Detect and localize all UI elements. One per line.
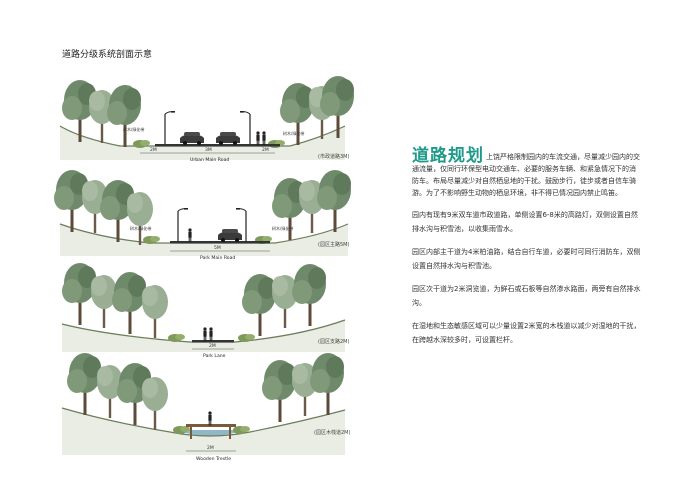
section-park-lane: 2M Park Lane (园区支路2M) — [61, 263, 349, 359]
intro-text: 上饶严格限制园内的车流交通，尽量减少园内的交通流量，仅同行环保型电动交通车、必要… — [412, 153, 640, 197]
diagram-title: 道路分级系统剖面示意 — [62, 50, 153, 60]
section-urban-main-road: 2M 3M 2M Urban Main Road 树木/绿化带 树木/绿化带 (… — [59, 76, 354, 163]
section-heading: 道路规划 — [412, 146, 484, 166]
paragraph-municipal-road: 园内有现有9米双车道市政道路，单侧设置6-8米的高路灯，双侧设置自然排水沟与积雪… — [412, 211, 638, 233]
description-panel: 道路规划上饶严格限制园内的车流交通，尽量减少园内的交通流量，仅同行环保型电动交通… — [412, 148, 642, 357]
road-name: Wooden Trestle — [196, 456, 231, 462]
dim-right: 2M — [262, 147, 269, 153]
dim-center: 2M — [209, 343, 216, 349]
paragraph-secondary-road: 园区次干道为2米洞览道，为鲜石或石板等自然渗水路面，两旁有自然排水沟。 — [412, 285, 641, 307]
section-wooden-trestle: 2M Wooden Trestle (园区木栈道2M) — [61, 353, 350, 462]
section-label: (市政道路3M) — [318, 153, 349, 160]
note-left: 树木/绿化带 — [130, 225, 151, 231]
paragraph-main-road: 园区内部主干道为4米柏油路，结合自行车道，必要时可同行消防车，双侧设置自然排水沟… — [412, 248, 641, 270]
note-left: 树木/绿化带 — [123, 126, 144, 132]
note-right: 树木/绿化带 — [283, 130, 304, 136]
section-label: (园区支路2M) — [318, 338, 349, 345]
section-park-main-road: 5M Park Main Road 树木/绿化带 树木/绿化带 (园区主路5M) — [54, 170, 351, 261]
section-label: (园区主路5M) — [318, 241, 349, 248]
road-name: Park Lane — [203, 353, 226, 359]
section-label: (园区木栈道2M) — [314, 429, 350, 436]
dim-left: 2M — [150, 147, 157, 153]
dim-center: 2M — [207, 445, 214, 451]
intro-paragraph: 道路规划上饶严格限制园内的车流交通，尽量减少园内的交通流量，仅同行环保型电动交通… — [412, 148, 642, 199]
dim-center: 5M — [214, 245, 221, 251]
road-name: Urban Main Road — [190, 157, 229, 163]
dim-center: 3M — [205, 147, 212, 153]
note-right: 树木/绿化带 — [272, 225, 293, 231]
road-name: Park Main Road — [200, 255, 235, 261]
paragraph-wooden-trestle: 在湿地和生态敏感区域可以少量设置2米宽的木栈道以减少对湿地的干扰，在跨越水深较多… — [412, 322, 641, 344]
